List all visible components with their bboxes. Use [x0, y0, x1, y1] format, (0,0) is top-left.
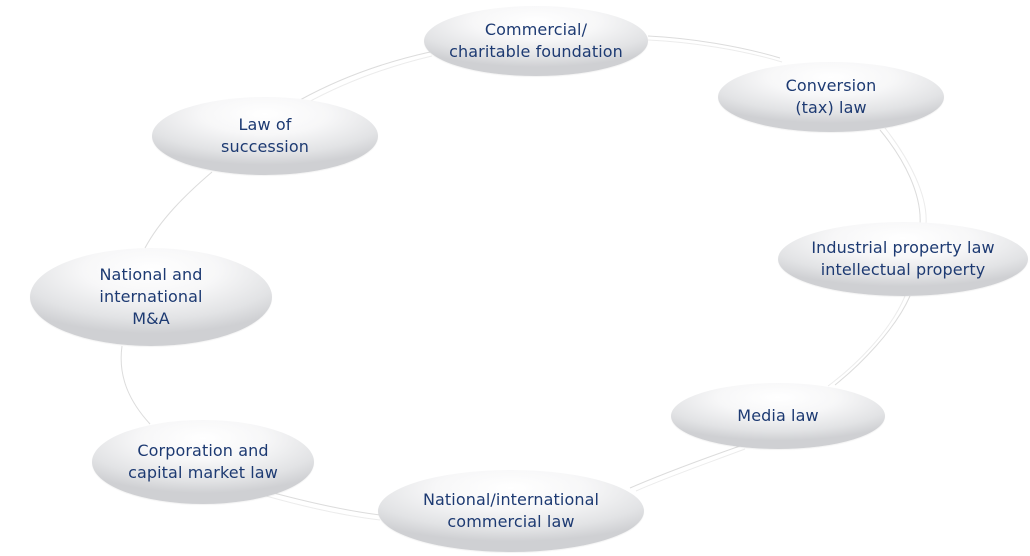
node-label: Corporation and capital market law [128, 441, 278, 482]
node-commercial-charitable-foundation: Commercial/ charitable foundation [424, 6, 648, 76]
connector-ma-succession [144, 171, 213, 249]
connector-commercial-corporation [269, 491, 381, 516]
node-label: Commercial/ charitable foundation [449, 20, 623, 61]
node-label: Media law [737, 406, 819, 425]
connector-conversion-ip [879, 129, 921, 226]
node-corporation-capital-market-law: Corporation and capital market law [92, 420, 314, 504]
connector-succession-foundation [299, 51, 431, 101]
connector-conversion-ip-2 [884, 127, 927, 225]
node-law-of-succession: Law of succession [152, 97, 378, 175]
node-conversion-tax-law: Conversion (tax) law [718, 62, 944, 132]
node-national-international-ma: National and international M&A [30, 248, 272, 346]
connector-ip-media-2 [827, 295, 906, 387]
node-label: National and international M&A [99, 265, 203, 328]
connector-media-commercial-2 [635, 448, 746, 492]
connector-corporation-ma [120, 345, 151, 425]
connector-succession-foundation-2 [304, 55, 433, 105]
node-label: Industrial property law intellectual pro… [811, 238, 995, 279]
node-label: Conversion (tax) law [785, 76, 877, 117]
connector-ip-media [834, 295, 911, 386]
node-label: Law of succession [221, 115, 309, 156]
node-media-law: Media law [671, 383, 885, 449]
node-industrial-property-law: Industrial property law intellectual pro… [778, 222, 1028, 296]
node-national-international-commercial-law: National/international commercial law [378, 470, 644, 552]
connector-foundation-conversion [647, 35, 781, 59]
node-label: National/international commercial law [422, 490, 600, 531]
connector-commercial-corporation-2 [265, 495, 381, 521]
connector-media-commercial [629, 445, 741, 489]
connector-foundation-conversion-2 [647, 39, 783, 63]
